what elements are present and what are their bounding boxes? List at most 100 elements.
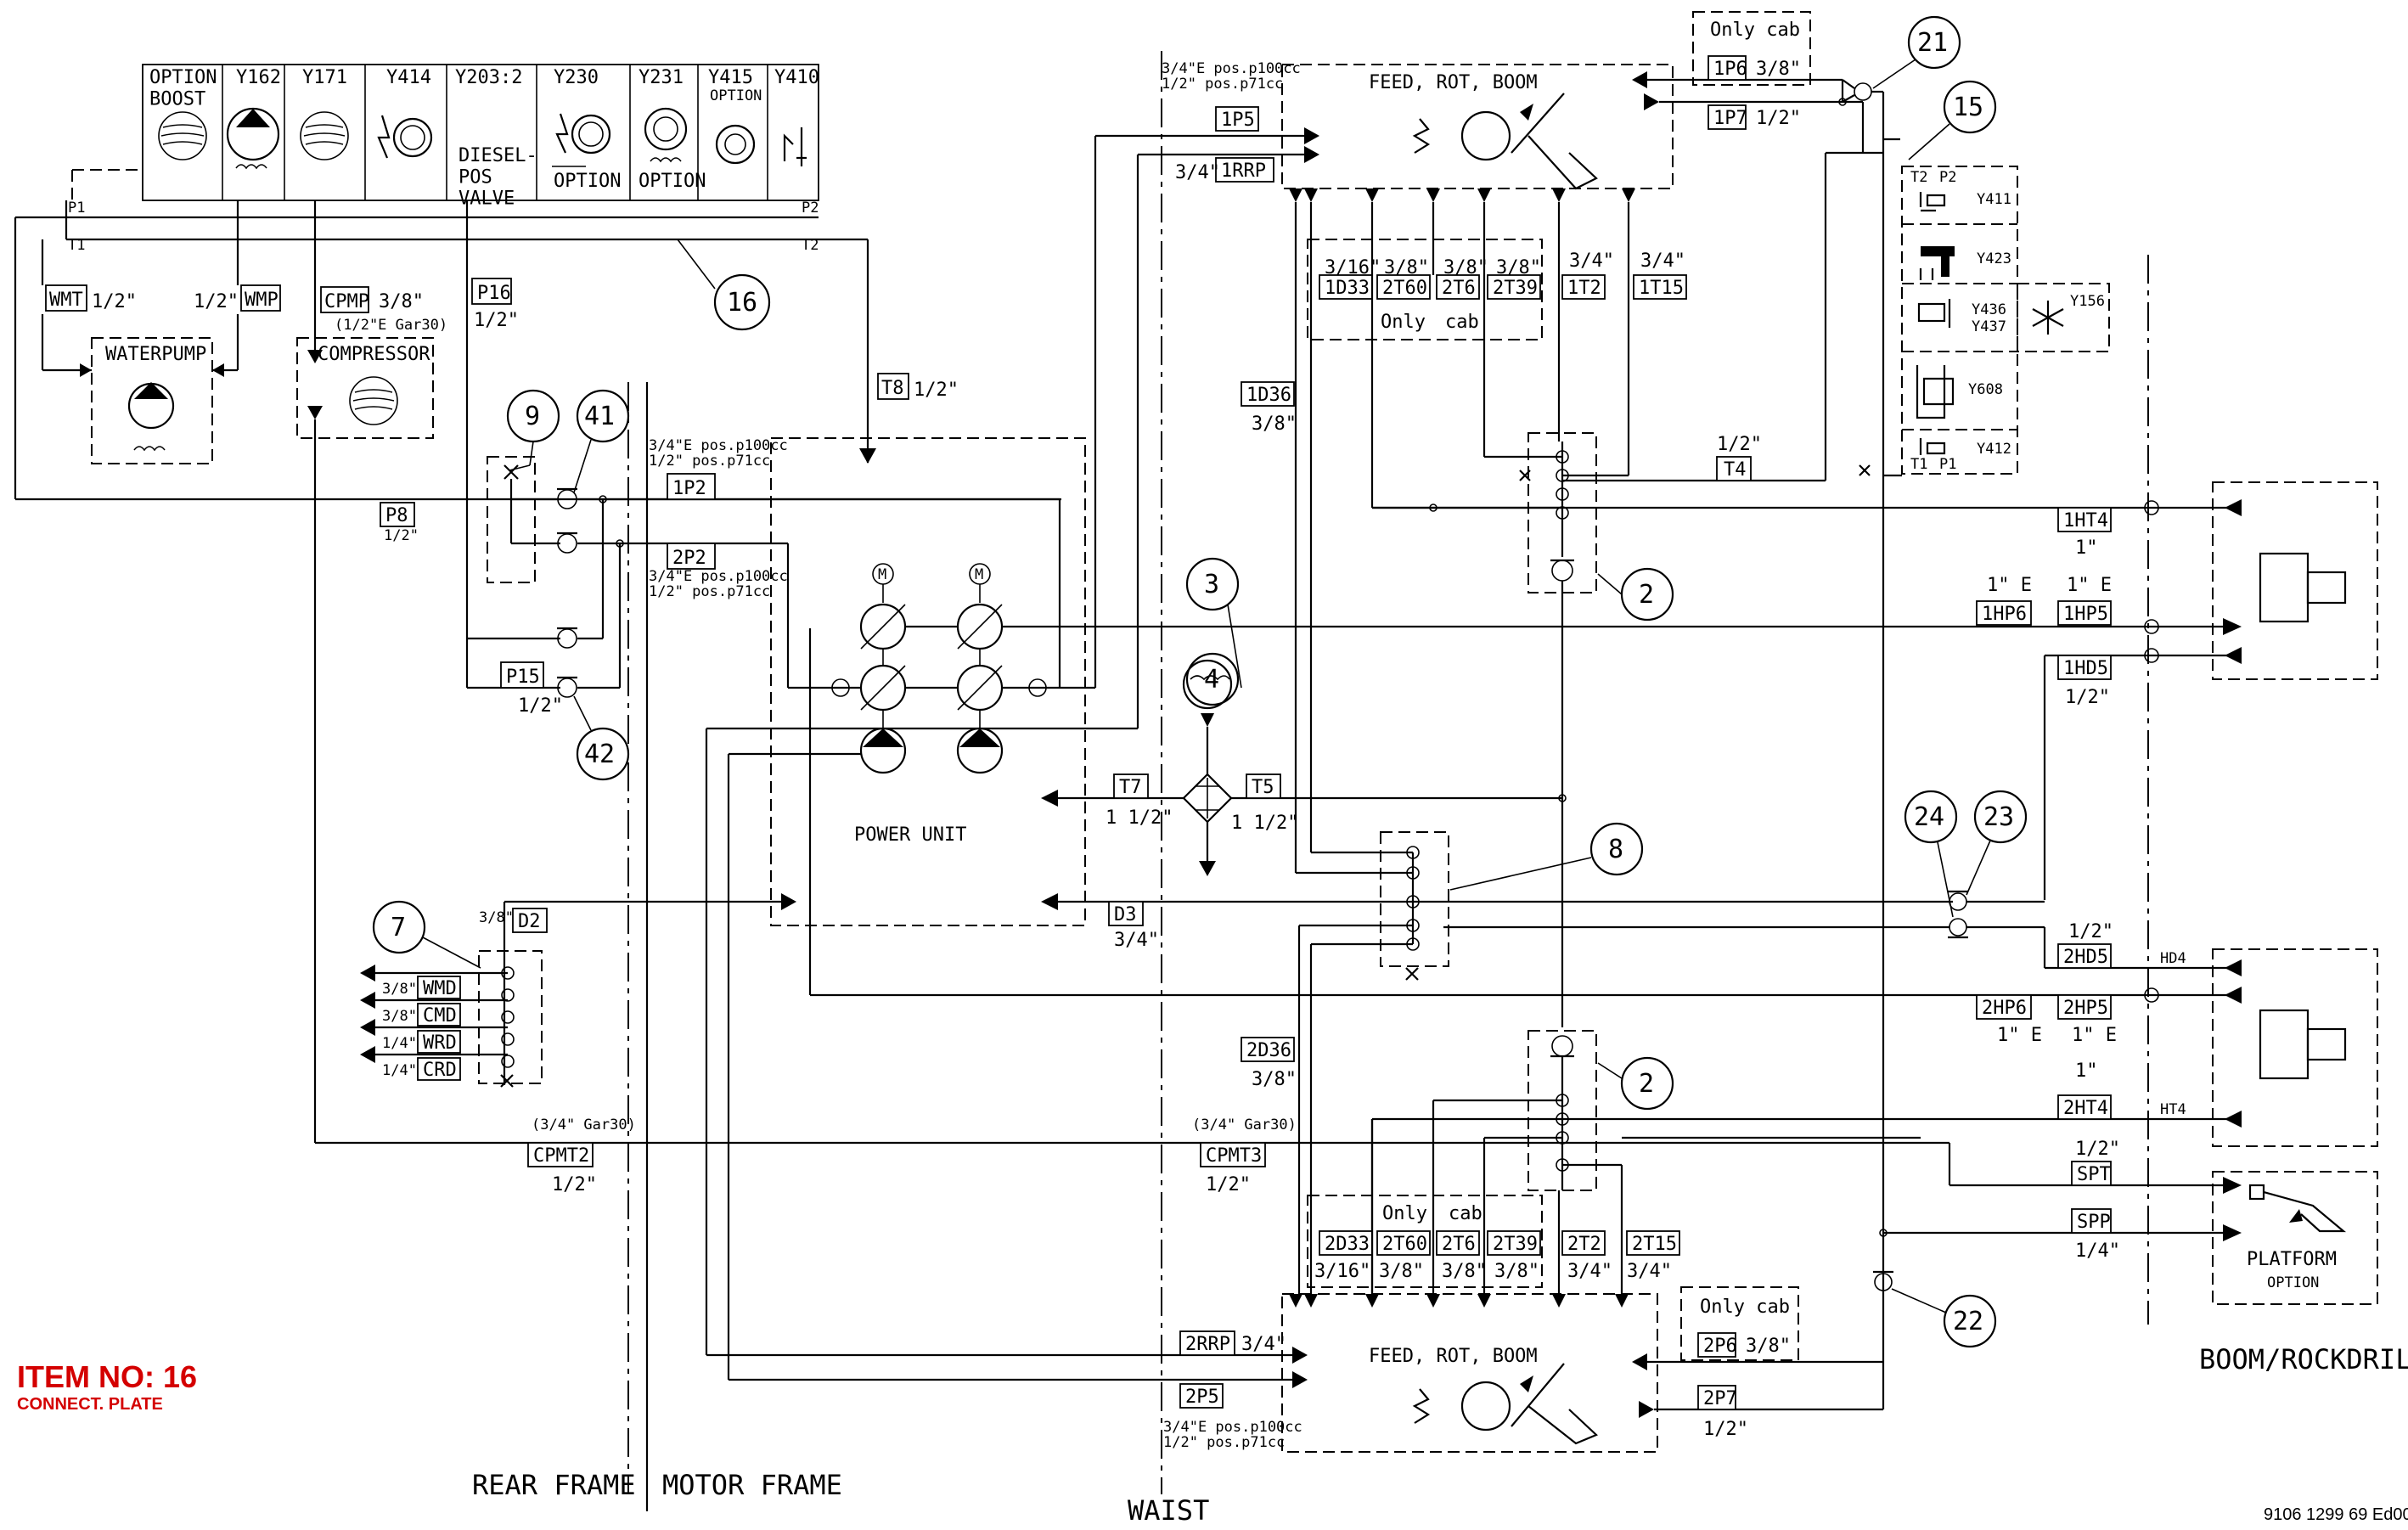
svg-text:1/2" pos.p71cc: 1/2" pos.p71cc (649, 453, 770, 470)
hose-t5 (1246, 773, 1281, 799)
hose-1hd5 (2057, 655, 2112, 680)
y412-icon (1919, 438, 1946, 455)
top-return-hoses: 3/16" 3/8" 3/8" 3/8" 3/4" 3/4" 1D33 2T60… (1294, 202, 1687, 873)
hose-2p7 (1697, 1385, 1736, 1410)
svg-text:2T6: 2T6 (1442, 278, 1476, 299)
valve-block-2-top: 2 T4 1/2" (1519, 151, 1883, 1027)
svg-text:3/8": 3/8" (379, 291, 424, 312)
hose-2d33 (1319, 1230, 1373, 1256)
svg-text:P15: P15 (506, 667, 540, 688)
hose-t8 (877, 373, 909, 400)
svg-text:3/8": 3/8" (1756, 59, 1801, 80)
section-motor-frame: MOTOR FRAME (662, 1469, 842, 1501)
svg-text:3: 3 (1204, 570, 1219, 599)
svg-text:1/4": 1/4" (382, 1035, 417, 1052)
svg-text:9: 9 (525, 402, 540, 431)
shuttle-valve-21: 21 (1838, 15, 1961, 475)
svg-text:3/4": 3/4" (1241, 1334, 1286, 1355)
hose-2t60-top (1376, 274, 1431, 300)
hose-1d33 (1319, 274, 1373, 300)
hose-2t6-bottom (1436, 1230, 1480, 1256)
line-2ht4: 2HT4 1" HT4 (1370, 1060, 2242, 1294)
svg-text:T4: T4 (1724, 459, 1747, 481)
y608-icon (1916, 365, 1955, 419)
svg-text:T1: T1 (1910, 456, 1927, 473)
valve-y230-label: Y230 (554, 67, 599, 88)
svg-text:Y412: Y412 (1977, 441, 2011, 458)
svg-text:(3/4" Gar30): (3/4" Gar30) (1192, 1117, 1297, 1133)
snowflake-icon (2032, 301, 2064, 335)
hose-wmd (417, 976, 461, 999)
hose-spt (2071, 1161, 2112, 1186)
svg-text:WRD: WRD (423, 1032, 457, 1054)
pump-group-left: M (859, 563, 907, 774)
bottom-return-hoses: Only cab 2D33 2T60 2T6 2T39 2T2 2T15 3/1… (1307, 1099, 1921, 1294)
svg-text:2P6: 2P6 (1703, 1336, 1737, 1357)
svg-text:1T2: 1T2 (1567, 278, 1601, 299)
y411-icon (1919, 192, 1946, 212)
hose-spp (2071, 1208, 2112, 1234)
svg-text:SPP: SPP (2077, 1212, 2111, 1233)
hose-2t15 (1626, 1230, 1680, 1256)
hose-2p5 (1179, 1383, 1224, 1409)
line-d2: D2 3/8" (479, 893, 796, 1085)
svg-text:3/8": 3/8" (1494, 1261, 1539, 1282)
valve-y414-icon (377, 115, 433, 159)
svg-text:HT4: HT4 (2160, 1101, 2186, 1118)
drain-inputs (360, 965, 508, 1063)
hose-t7 (1113, 773, 1149, 799)
svg-text:CPMT2: CPMT2 (533, 1145, 589, 1167)
valve-y415-option: OPTION (710, 87, 762, 104)
svg-text:SPT: SPT (2077, 1164, 2111, 1185)
pump-group-right: M (956, 563, 1004, 774)
hose-1t15 (1633, 274, 1687, 300)
hose-1p2 (667, 473, 716, 500)
svg-text:P8: P8 (385, 505, 408, 526)
valve-block-2-bottom: 2 (1528, 1030, 1674, 1191)
hose-2hp6 (1976, 994, 2032, 1020)
svg-text:24: 24 (1914, 802, 1944, 832)
section-waist: WAIST (1128, 1494, 1209, 1527)
port-t2: T2 (802, 237, 819, 254)
feed-top-label: FEED, ROT, BOOM (1369, 72, 1538, 93)
hose-d3 (1108, 901, 1144, 926)
hose-cpmt2 (527, 1142, 594, 1167)
svg-text:1" E: 1" E (2067, 575, 2112, 596)
svg-text:2D33: 2D33 (1325, 1234, 1370, 1255)
shuttle-valves-24-23: 24 23 (1443, 790, 2046, 968)
power-unit: POWER UNIT M M (770, 437, 2242, 926)
feed-bottom-label: FEED, ROT, BOOM (1369, 1346, 1538, 1367)
hose-wmt (45, 284, 87, 312)
svg-text:1/2": 1/2" (194, 291, 239, 312)
svg-text:WMT: WMT (49, 290, 83, 311)
svg-text:1/2": 1/2" (518, 695, 563, 717)
line-1hp: 1" E 1" E 1HP6 1HP5 (1976, 575, 2159, 634)
hose-t4 (1716, 456, 1752, 481)
svg-text:1HP6: 1HP6 (1982, 604, 2027, 625)
svg-text:3/8": 3/8" (479, 909, 514, 926)
pump-y162-icon (226, 107, 280, 170)
item-subtitle: CONNECT. PLATE (17, 1395, 163, 1414)
svg-text:2T6: 2T6 (1442, 1234, 1476, 1255)
hose-2p6 (1697, 1332, 1736, 1358)
hose-2t39-bottom (1487, 1230, 1541, 1256)
hose-2d36 (1241, 1037, 1295, 1062)
svg-text:16: 16 (727, 288, 757, 318)
valve-y414-label: Y414 (386, 67, 431, 88)
svg-text:1T15: 1T15 (1639, 278, 1684, 299)
hose-wmp (240, 284, 281, 312)
valve-y230-option: OPTION (554, 171, 621, 192)
svg-text:1/2": 1/2" (92, 291, 137, 312)
hose-2t60-bottom (1376, 1230, 1431, 1256)
svg-text:1/2" pos.p71cc: 1/2" pos.p71cc (649, 583, 770, 600)
hose-1p5 (1215, 106, 1259, 132)
svg-text:1P5: 1P5 (1221, 110, 1255, 131)
svg-text:M: M (975, 566, 983, 583)
svg-text:1 1/2": 1 1/2" (1231, 813, 1298, 834)
svg-text:3/16": 3/16" (1314, 1261, 1370, 1282)
hose-1ht4 (2057, 507, 2112, 532)
hose-2t2 (1561, 1230, 1606, 1256)
svg-text:3/4"E pos.p100cc: 3/4"E pos.p100cc (1162, 60, 1301, 77)
svg-text:42: 42 (584, 740, 615, 769)
check-valve-4 (557, 676, 577, 698)
